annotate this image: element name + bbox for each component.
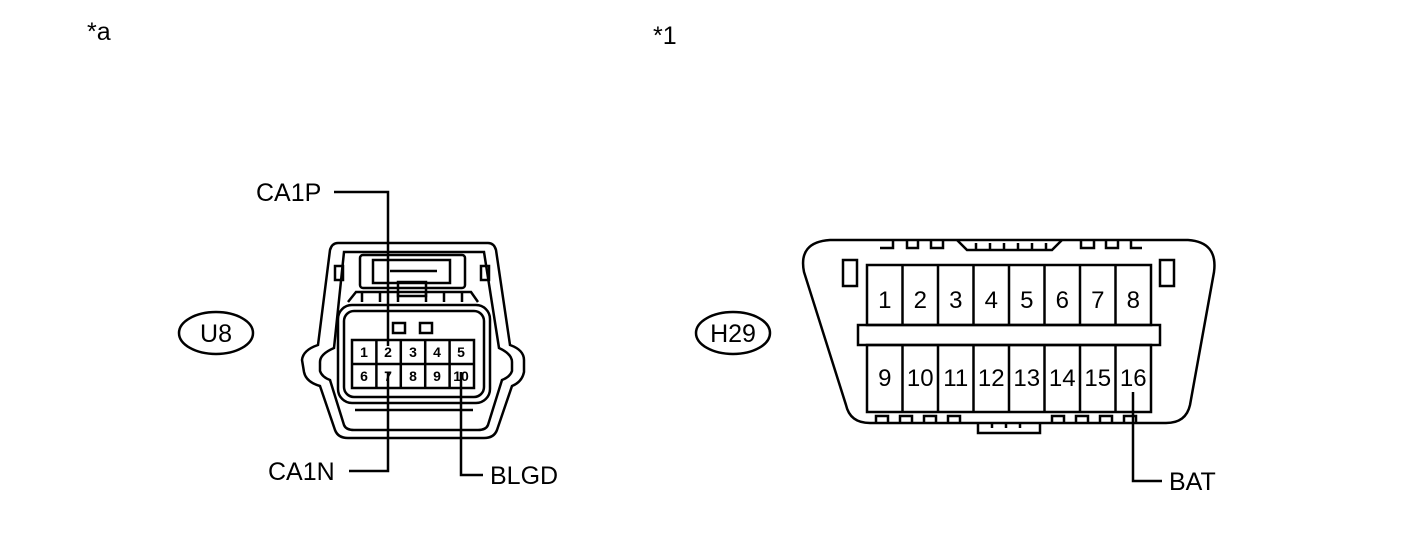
h29-pin-10: 10 [907,365,934,392]
h29-outer-body [801,238,1216,425]
h29-pin-14: 14 [1049,365,1076,392]
h29-pin-9: 9 [878,365,891,392]
u8-pin-1: 1 [360,344,368,360]
ca1p-leader [334,190,390,346]
u8-ref-badge: U8 [177,310,255,356]
h29-center-bar [856,323,1162,347]
u8-pin-5: 5 [457,344,465,360]
h29-pin-7: 7 [1091,287,1104,314]
u8-window-left [333,264,345,282]
h29-top-notches [880,240,1142,250]
h29-bottom-key [976,423,1042,435]
h29-pin-6: 6 [1056,287,1069,314]
bat-label: BAT [1169,468,1216,496]
h29-pin-16: 16 [1120,365,1147,392]
callout-right: *1 [653,22,677,50]
u8-key-left [391,321,407,335]
h29-window-left [841,258,859,288]
h29-pin-3: 3 [949,287,962,314]
h29-pin-12: 12 [978,365,1005,392]
ca1p-label: CA1P [256,179,321,207]
blgd-label: BLGD [490,462,558,490]
h29-pin-labels: 1 2 3 4 5 6 7 8 9 10 11 12 13 14 15 16 [878,287,1147,392]
ca1n-label: CA1N [268,458,335,486]
h29-ref-badge: H29 [694,310,772,356]
u8-connector [300,241,526,440]
u8-pin-2: 2 [384,344,392,360]
h29-pin-4: 4 [985,287,998,314]
blgd-leader [459,372,483,477]
h29-connector [801,238,1216,435]
u8-latch [358,253,467,290]
u8-ref-label: U8 [200,320,232,348]
callout-left: *a [87,18,111,46]
u8-leaders [334,190,483,477]
h29-window-right [1158,258,1176,288]
u8-terminal-housing [336,303,492,405]
u8-pin-9: 9 [433,368,441,384]
h29-ref-label: H29 [710,320,756,348]
u8-latch-slot [371,258,452,285]
u8-key-right [418,321,434,335]
ca1n-leader [349,372,390,473]
u8-ribs [347,290,480,303]
h29-pin-15: 15 [1084,365,1111,392]
h29-pin-2: 2 [914,287,927,314]
h29-pin-5: 5 [1020,287,1033,314]
h29-pin-11: 11 [943,365,968,392]
u8-inner-shell [318,250,514,432]
u8-window-right [479,264,491,282]
u8-outer-shell [300,241,526,440]
bat-leader [1131,392,1162,483]
u8-pin-8: 8 [409,368,417,384]
u8-pin-4: 4 [433,344,441,360]
h29-pin-13: 13 [1013,365,1040,392]
h29-bottom-notches [874,414,1138,423]
h29-pin-8: 8 [1127,287,1140,314]
h29-top-key [956,239,1063,252]
u8-pin-6: 6 [360,368,368,384]
h29-pin-1: 1 [878,287,891,314]
u8-pin-3: 3 [409,344,417,360]
